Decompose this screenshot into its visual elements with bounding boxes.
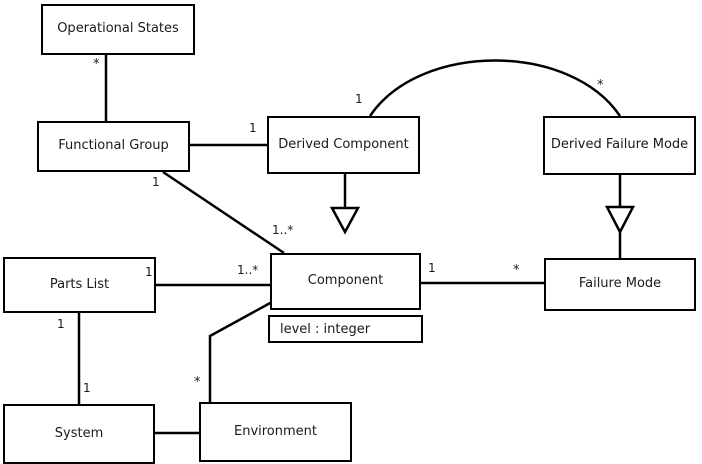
class-name-derived-failure-mode: Derived Failure Mode [550, 137, 689, 153]
class-name-parts-list: Parts List [49, 276, 110, 292]
multiplicity-functional-group-component: 1 [152, 175, 160, 189]
multiplicity-functional-group-derived-component: 1 [249, 121, 257, 135]
class-name-operational-states: Operational States [57, 21, 179, 37]
class-name-derived-component: Derived Component [278, 136, 409, 152]
class-box-functional-group[interactable]: Functional Group [37, 121, 190, 172]
multiplicity-environment-component: * [194, 375, 201, 390]
edge-environment-component-diagonal [209, 300, 273, 338]
multiplicity-failure-mode-component: * [513, 263, 520, 278]
edge-functional-group-component [162, 170, 285, 255]
class-box-parts-list[interactable]: Parts List [3, 257, 156, 313]
class-box-operational-states[interactable]: Operational States [41, 4, 195, 55]
multiplicity-component-functional-group: 1..* [272, 223, 294, 237]
multiplicity-component-parts-list: 1..* [237, 263, 259, 277]
generalization-triangle-icon-failure-mode [604, 205, 636, 235]
multiplicity-derived-component-arc: 1 [355, 92, 363, 106]
multiplicity-component-failure-mode: 1 [428, 261, 436, 275]
class-box-failure-mode[interactable]: Failure Mode [544, 258, 696, 311]
class-name-failure-mode: Failure Mode [578, 276, 662, 292]
class-name-functional-group: Functional Group [58, 138, 169, 154]
multiplicity-system-parts-list: 1 [83, 381, 91, 395]
class-box-derived-component[interactable]: Derived Component [267, 116, 420, 174]
class-name-component: Component [307, 273, 384, 289]
class-box-derived-failure-mode[interactable]: Derived Failure Mode [543, 116, 696, 175]
class-box-environment[interactable]: Environment [199, 402, 352, 462]
multiplicity-operational-states-functional-group: * [93, 57, 100, 72]
class-box-component[interactable]: Component [270, 253, 421, 310]
class-box-system[interactable]: System [3, 404, 155, 464]
edge-derived-component-derived-failure-mode [368, 59, 622, 117]
multiplicity-parts-list-system: 1 [57, 317, 65, 331]
class-name-system: System [54, 425, 104, 441]
generalization-triangle-icon-component [329, 206, 361, 235]
multiplicity-derived-failure-mode-arc: * [597, 78, 604, 93]
class-name-environment: Environment [233, 423, 317, 439]
attribute-component-level: level : integer [280, 321, 371, 337]
attribute-compartment-component[interactable]: level : integer [268, 315, 423, 343]
multiplicity-parts-list-component: 1 [145, 265, 153, 279]
